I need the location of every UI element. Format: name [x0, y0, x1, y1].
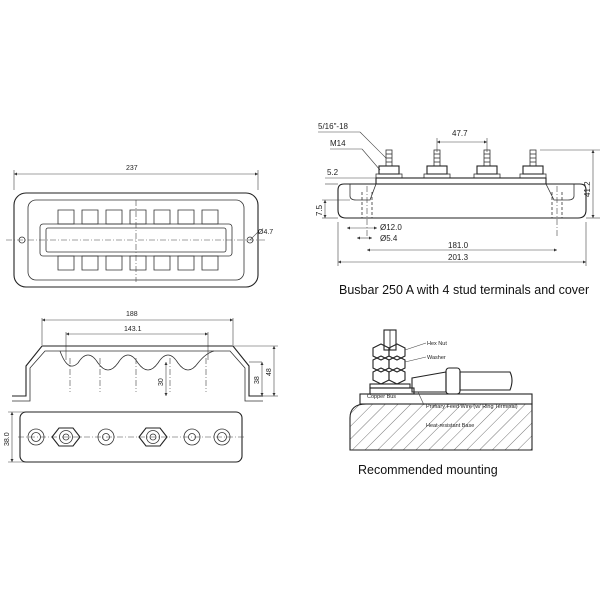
busbar-plan-view: 38.0	[4, 411, 244, 463]
hole-dia-label-right: Ø5.4	[380, 234, 398, 243]
thread-label: 5/16"-18	[318, 122, 349, 131]
hole-dia-label: Ø4.7	[258, 229, 273, 236]
feed-wire	[459, 371, 513, 391]
washer	[369, 383, 411, 389]
stud-3	[473, 149, 501, 179]
pitch-label: 47.7	[452, 129, 468, 138]
busbar-caption: Busbar 250 A with 4 stud terminals and c…	[339, 283, 589, 297]
cover-side-view: 188 143.1 30 38 48	[12, 311, 278, 402]
hex-nut-stack	[372, 343, 406, 385]
mounting-diagram: Hex Nut Washer Copper Bus Primary Feed W…	[349, 329, 533, 477]
plan-stud-2	[97, 428, 115, 446]
base-label: Heat-resistant Base	[426, 423, 474, 429]
plan-height-label: 38.0	[4, 432, 11, 446]
stud-label: M14	[330, 139, 346, 148]
outer-length-label: 201.3	[448, 253, 469, 262]
side-inner-width-label: 143.1	[124, 326, 142, 333]
stud-4	[519, 149, 547, 179]
base-height-label: 7.5	[315, 204, 324, 216]
copper-bus-plate	[359, 393, 533, 405]
copper-bus-label: Copper Bus	[367, 394, 396, 400]
offset-label: 5.2	[327, 168, 339, 177]
mounting-caption: Recommended mounting	[358, 463, 498, 477]
inner-length-label: 181.0	[448, 241, 469, 250]
cover-top-view: 237 Ø4.7	[6, 165, 273, 288]
busbar-side-view: 5/16"-18 M14 47.7	[315, 122, 600, 297]
side-inner-height-label: 30	[158, 378, 165, 386]
total-height-label: 41.2	[583, 181, 592, 197]
feed-wire-label: Primary Feed Wire (w/ Ring Terminal)	[426, 404, 518, 410]
stud-2	[423, 149, 451, 179]
plan-stud-4	[183, 428, 201, 446]
side-outer-width-label: 188	[126, 311, 138, 318]
hex-nut-label: Hex Nut	[427, 341, 447, 347]
inner-dia-label: Ø12.0	[380, 223, 402, 232]
washer-label: Washer	[427, 355, 446, 361]
cover-width-label: 237	[126, 165, 138, 172]
ring-terminal	[369, 387, 415, 395]
plan-stud-1	[51, 427, 81, 447]
side-outer-height-label: 48	[266, 368, 273, 376]
side-mid-height-label: 38	[254, 376, 261, 384]
plan-stud-3	[138, 427, 168, 447]
stud-1	[375, 149, 403, 179]
